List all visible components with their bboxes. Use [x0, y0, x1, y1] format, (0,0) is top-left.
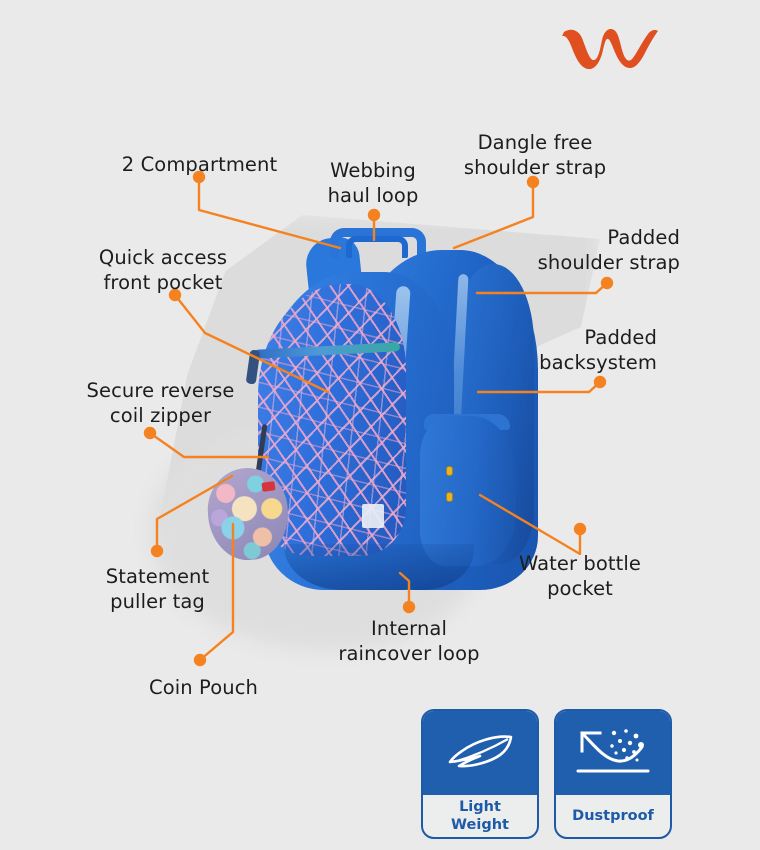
brand-label-tag	[362, 504, 384, 528]
callout-padded-backsystem: Padded backsystem	[539, 326, 657, 374]
callout-internal-raincover-loop: Internal raincover loop	[338, 617, 480, 665]
feature-badges: Light Weight	[421, 709, 672, 839]
callout-water-bottle-pocket: Water bottle pocket	[518, 552, 642, 600]
callout-secure-reverse-coil-zipper: Secure reverse coil zipper	[86, 379, 235, 427]
badge-dustproof[interactable]: Dustproof	[554, 709, 672, 839]
haul-loop-inner	[346, 236, 408, 258]
drain-grommet	[446, 492, 453, 502]
badge-caption: Dustproof	[572, 808, 654, 824]
badge-caption: Light Weight	[451, 799, 509, 833]
badge-light-weight[interactable]: Light Weight	[421, 709, 539, 839]
wildcraft-w-logo-icon	[556, 20, 666, 72]
drain-grommet	[446, 466, 453, 476]
bottom-seam	[284, 544, 474, 590]
callout-coin-pouch: Coin Pouch	[149, 676, 258, 699]
callout-webbing-haul-loop: Webbing haul loop	[327, 159, 419, 207]
coin-pouch-badge	[261, 481, 276, 492]
feather-icon	[423, 711, 537, 795]
callout-padded-shoulder-strap: Padded shoulder strap	[537, 226, 680, 274]
callout-statement-puller-tag: Statement puller tag	[105, 565, 210, 613]
callout-dangle-free-strap: Dangle free shoulder strap	[463, 131, 607, 179]
dust-deflect-icon	[556, 711, 670, 795]
callout-quick-access-front-pocket: Quick access front pocket	[98, 246, 228, 294]
callout-two-compartment: 2 Compartment	[121, 153, 278, 176]
backpack-illustration	[204, 228, 538, 598]
